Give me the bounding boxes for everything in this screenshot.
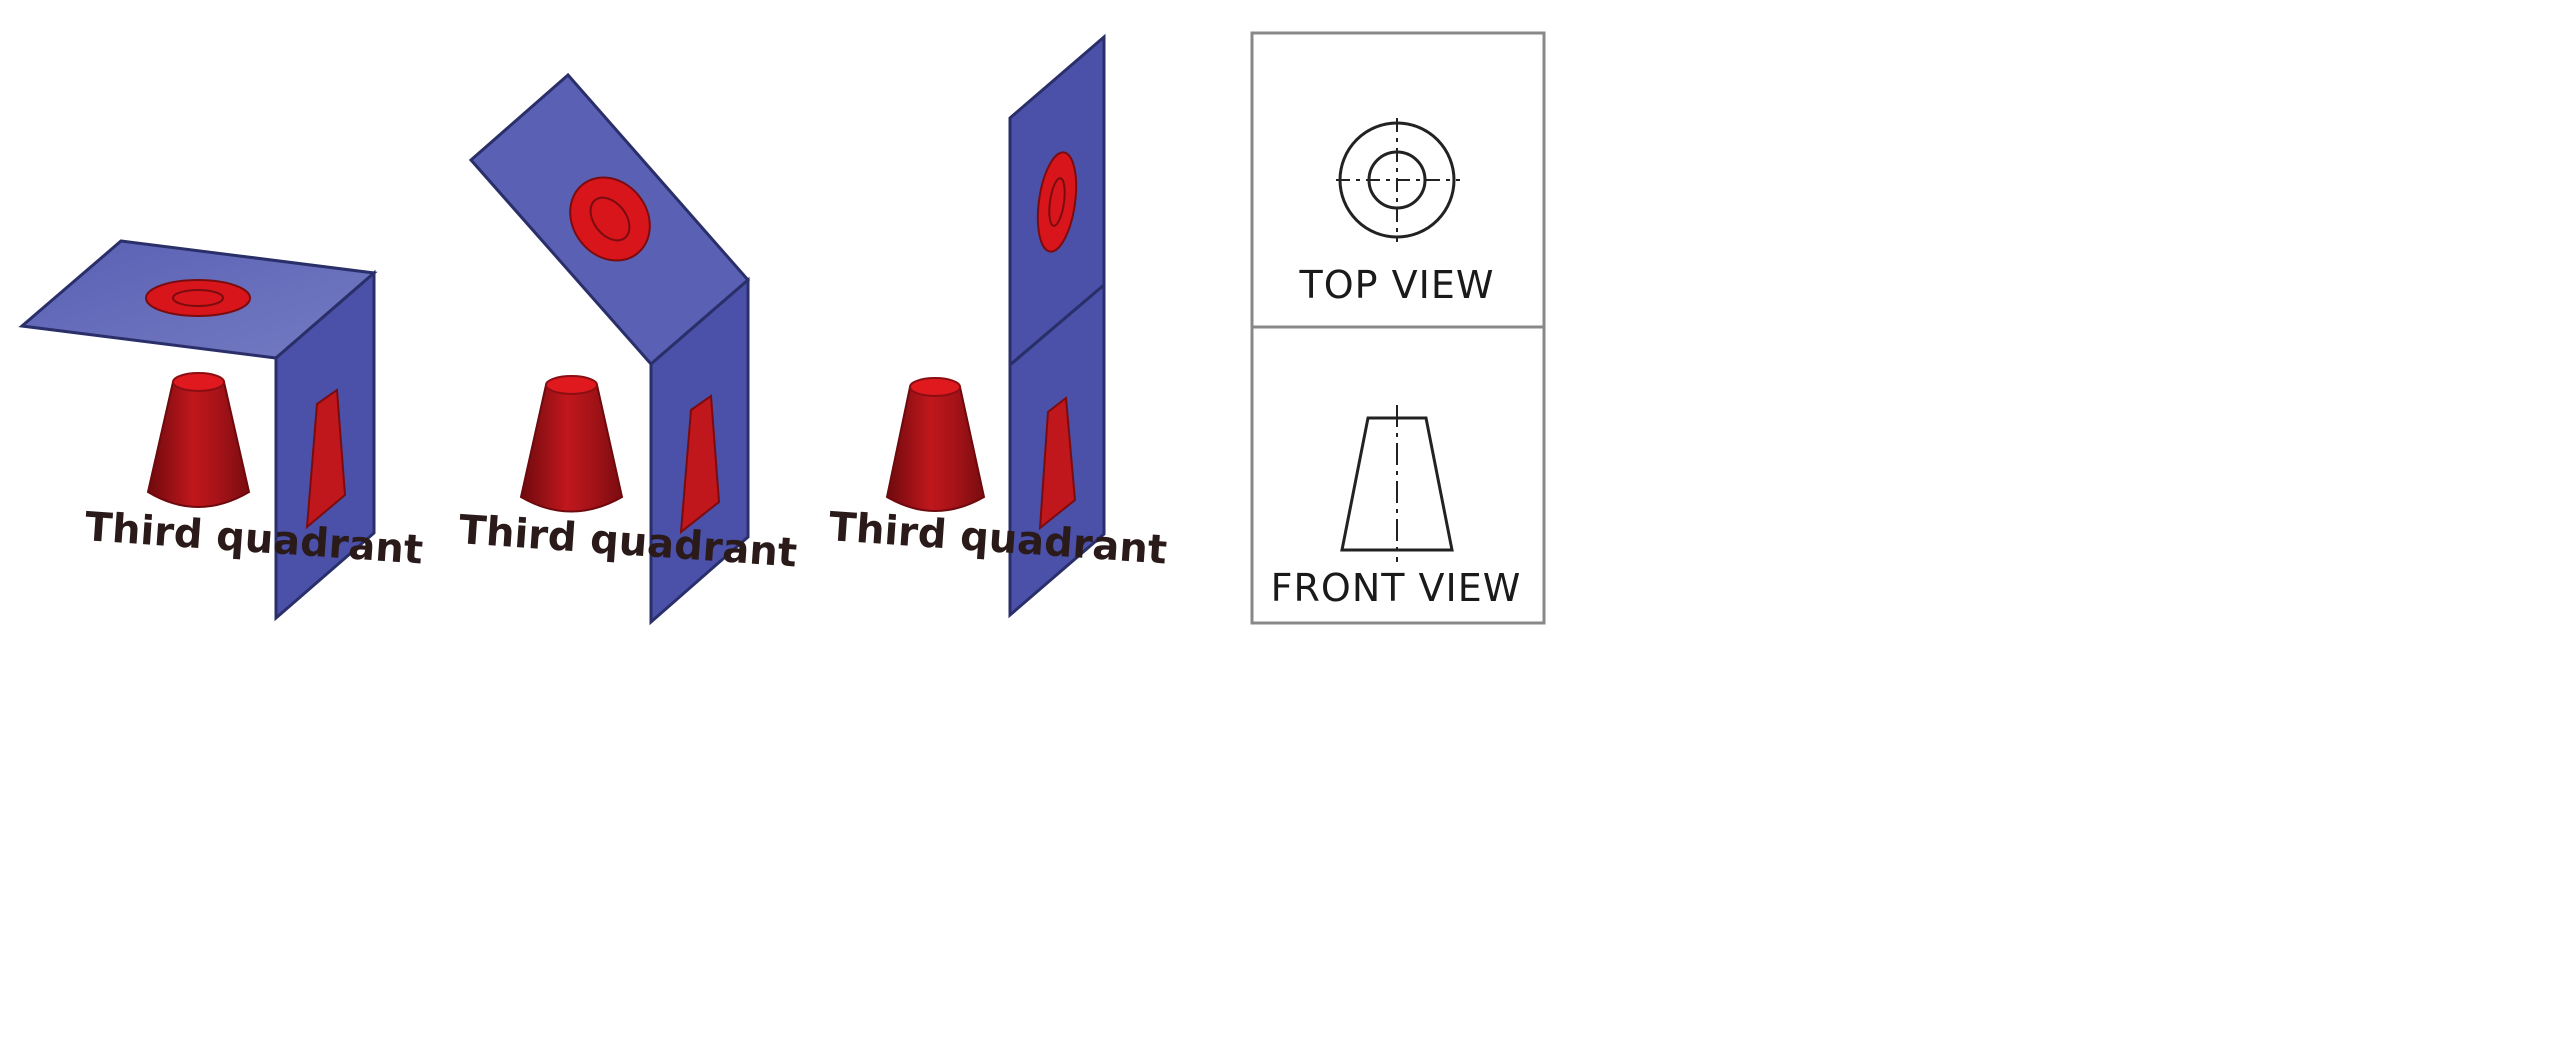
top-projection-inner	[589, 196, 631, 242]
top-projection-outer	[1036, 151, 1078, 253]
top-projection-outer	[569, 176, 651, 262]
top-view-label: TOP VIEW	[1299, 263, 1495, 307]
top-projection-outer	[145, 279, 251, 317]
side-projection	[305, 388, 347, 530]
front-view-label: FRONT VIEW	[1271, 566, 1522, 610]
side-projection	[1038, 396, 1077, 531]
front-view-drawing	[1340, 405, 1454, 562]
frustum-object	[885, 377, 986, 512]
stage-2-box: Third quadrant	[457, 72, 798, 626]
stage-3-box: Third quadrant	[827, 33, 1168, 619]
stage-3-label: Third quadrant	[827, 504, 1168, 574]
orthographic-views-panel: TOP VIEW FRONT VIEW	[1250, 31, 1546, 625]
top-projection-inner	[172, 289, 224, 307]
top-projection-inner	[1048, 177, 1066, 227]
frustum-object	[146, 372, 251, 508]
stage-1-box: Third quadrant	[18, 239, 424, 622]
side-projection	[679, 394, 721, 535]
frustum-object	[519, 375, 624, 513]
top-view-drawing	[1336, 118, 1460, 242]
